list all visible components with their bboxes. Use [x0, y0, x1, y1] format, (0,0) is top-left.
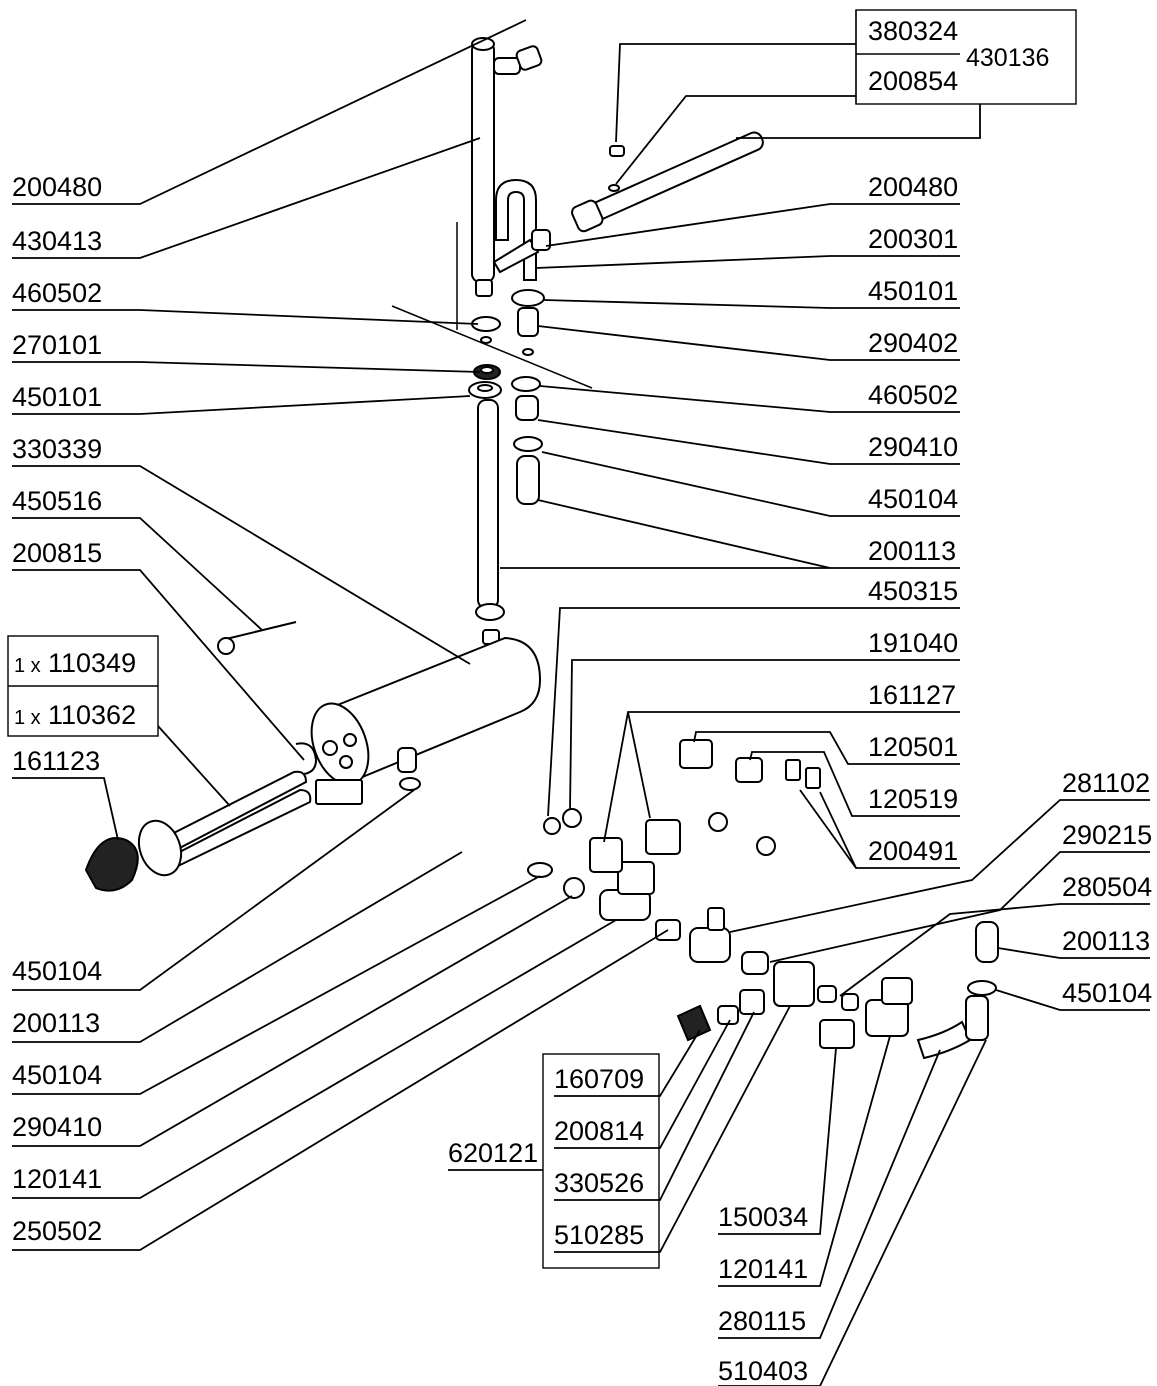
label-281102: 281102 [1062, 768, 1150, 798]
label-120519: 120519 [868, 784, 958, 814]
label-460502-right: 460502 [868, 380, 958, 410]
label-290215: 290215 [1062, 820, 1152, 850]
label-290402: 290402 [868, 328, 958, 358]
left-labels: 200480 430413 460502 270101 450101 33033… [7, 19, 669, 1251]
label-280115: 280115 [718, 1306, 806, 1336]
label-110349: 110349 [48, 648, 136, 678]
label-330526: 330526 [554, 1168, 644, 1198]
label-510285: 510285 [554, 1220, 644, 1250]
right-labels: 380324 430136 200854 200480 200301 45010… [500, 9, 1152, 1011]
parts-illustration [84, 37, 999, 1060]
label-200854: 200854 [868, 66, 958, 96]
group-620121-box [542, 1053, 660, 1269]
label-161123: 161123 [12, 746, 100, 776]
label-191040: 191040 [868, 628, 958, 658]
label-200815: 200815 [12, 538, 102, 568]
label-200301: 200301 [868, 224, 958, 254]
label-270101: 270101 [12, 330, 102, 360]
label-120141-right: 120141 [718, 1254, 808, 1284]
label-200480-left: 200480 [12, 172, 102, 202]
label-450315: 450315 [868, 576, 958, 606]
label-620121: 620121 [448, 1138, 538, 1168]
label-120141-left: 120141 [12, 1164, 102, 1194]
label-161127: 161127 [868, 680, 956, 710]
label-200113-far: 200113 [1062, 926, 1150, 956]
label-290410-right: 290410 [868, 432, 958, 462]
label-450101-right: 450101 [868, 276, 958, 306]
label-200113-right: 200113 [868, 536, 956, 566]
label-160709: 160709 [554, 1064, 644, 1094]
label-460502-left: 460502 [12, 278, 102, 308]
label-450104-far: 450104 [1062, 978, 1152, 1008]
label-450104-b: 450104 [12, 1060, 102, 1090]
label-280504: 280504 [1062, 872, 1152, 902]
label-200113-left: 200113 [12, 1008, 100, 1038]
label-450101-left: 450101 [12, 382, 102, 412]
label-120501: 120501 [868, 732, 958, 762]
label-250502: 250502 [12, 1216, 102, 1246]
label-110349-qty: 1 x [14, 655, 41, 677]
label-110362-qty: 1 x [14, 707, 41, 729]
label-150034: 150034 [718, 1202, 808, 1232]
label-200480-right: 200480 [868, 172, 958, 202]
label-430413: 430413 [12, 226, 102, 256]
label-450516: 450516 [12, 486, 102, 516]
label-450104-a: 450104 [12, 956, 102, 986]
label-380324: 380324 [868, 16, 958, 46]
label-330339: 330339 [12, 434, 102, 464]
label-510403: 510403 [718, 1356, 808, 1386]
label-200491: 200491 [868, 836, 958, 866]
label-290410-left: 290410 [12, 1112, 102, 1142]
label-110362: 110362 [48, 700, 136, 730]
bottom-labels: 160709 200814 620121 330526 510285 15003… [448, 1005, 987, 1386]
label-430136: 430136 [966, 44, 1049, 72]
label-200814: 200814 [554, 1116, 644, 1146]
label-450104-right: 450104 [868, 484, 958, 514]
